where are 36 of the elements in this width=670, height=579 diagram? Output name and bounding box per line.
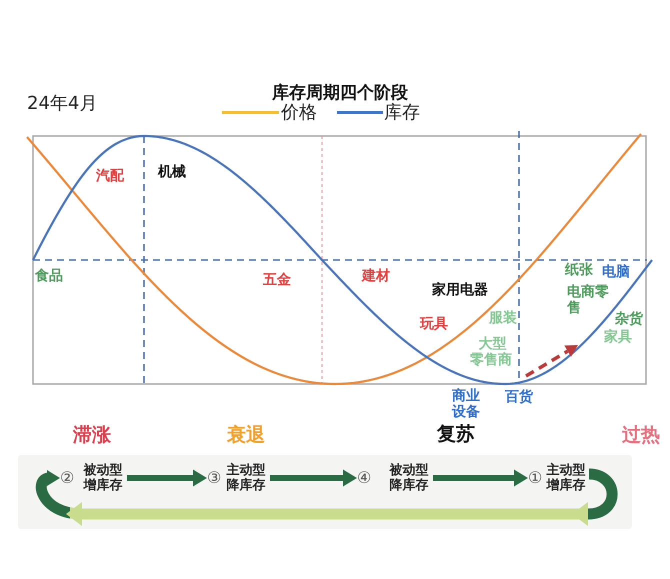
industry-label: 电商零售 bbox=[567, 284, 610, 316]
industry-label: 建材 bbox=[362, 268, 390, 284]
step-number: ③ bbox=[207, 469, 222, 487]
phase-label: 滞涨 bbox=[73, 425, 111, 446]
stage-label: 被动型降库存 bbox=[389, 463, 429, 493]
arrow bbox=[270, 470, 357, 486]
industry-label: 汽配 bbox=[96, 168, 124, 184]
industry-label: 百货 bbox=[505, 389, 533, 405]
industry-label: 食品 bbox=[35, 268, 63, 284]
phase-label: 复苏 bbox=[437, 424, 475, 445]
phase-label: 过热 bbox=[622, 425, 660, 446]
legend-label: 价格 bbox=[281, 103, 317, 123]
industry-label: 家用电器 bbox=[432, 282, 488, 298]
industry-label: 服装 bbox=[489, 310, 517, 326]
industry-label: 纸张 bbox=[565, 262, 593, 278]
return-arrow bbox=[36, 468, 618, 526]
industry-label: 商业设备 bbox=[452, 388, 481, 420]
industry-label: 杂货 bbox=[615, 311, 643, 327]
stage-label: 主动型降库存 bbox=[226, 463, 266, 493]
industry-label: 机械 bbox=[158, 164, 186, 180]
chart-title: 库存周期四个阶段 bbox=[272, 84, 408, 103]
step-number: ① bbox=[528, 469, 542, 487]
legend-label: 库存 bbox=[384, 103, 420, 123]
step-number: ④ bbox=[357, 469, 372, 487]
phase-label: 衰退 bbox=[227, 425, 265, 446]
industry-label: 电脑 bbox=[602, 264, 630, 280]
date-label: 24年4月 bbox=[27, 94, 98, 114]
industry-label: 家具 bbox=[604, 329, 632, 345]
arrow bbox=[126, 470, 207, 486]
industry-label: 玩具 bbox=[420, 316, 448, 332]
step-number: ② bbox=[60, 469, 74, 487]
industry-label: 五金 bbox=[263, 272, 291, 288]
arrow bbox=[432, 470, 528, 486]
industry-label: 大型零售商 bbox=[470, 336, 513, 368]
stage-label: 主动型增库存 bbox=[546, 463, 586, 493]
stage-label: 被动型增库存 bbox=[83, 463, 123, 493]
